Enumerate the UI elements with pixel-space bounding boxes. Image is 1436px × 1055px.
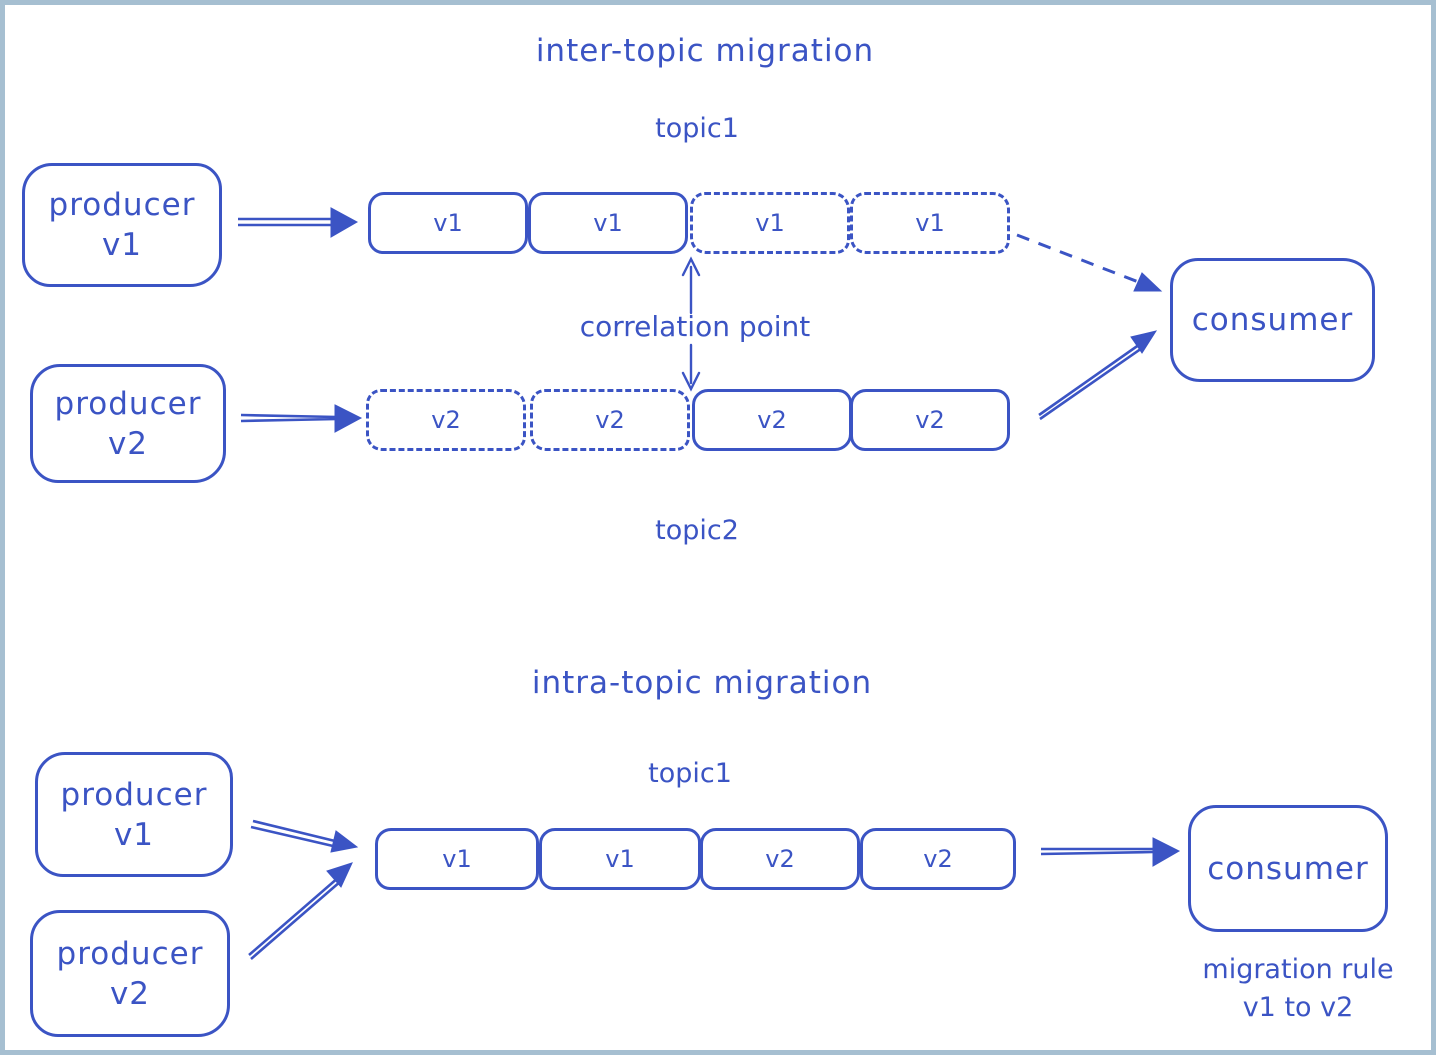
inter-section-title: inter-topic migration bbox=[535, 33, 875, 69]
intra-consumer-box: consumer bbox=[1188, 805, 1388, 932]
arrow-correlation-up bbox=[681, 256, 701, 315]
intra-section-title: intra-topic migration bbox=[531, 665, 873, 701]
inter-producer-v1-box: producer v1 bbox=[22, 163, 222, 287]
intra-producer-v1-box: producer v1 bbox=[35, 752, 233, 877]
intra-topic1-message-3: v2 bbox=[700, 828, 860, 890]
consumer-name: consumer bbox=[1191, 302, 1354, 338]
intra-topic1-label: topic1 bbox=[648, 758, 732, 789]
inter-topic1-message-3: v1 bbox=[690, 192, 850, 254]
intra-topic1-message-1: v1 bbox=[375, 828, 539, 890]
arrow-inter-topic2-to-consumer bbox=[1038, 330, 1158, 421]
inter-topic1-message-1: v1 bbox=[368, 192, 528, 254]
message-label: v2 bbox=[431, 406, 461, 434]
intra-producer-v2-box: producer v2 bbox=[30, 910, 230, 1037]
producer-version: v1 bbox=[101, 227, 143, 263]
migration-rule-label: migration rule v1 to v2 bbox=[1148, 951, 1431, 1027]
producer-name: producer bbox=[54, 385, 202, 422]
producer-version: v2 bbox=[109, 975, 151, 1012]
correlation-point-label: correlation point bbox=[579, 310, 811, 343]
inter-producer-v2-box: producer v2 bbox=[30, 364, 226, 483]
message-label: v2 bbox=[915, 406, 945, 434]
producer-name: producer bbox=[48, 187, 196, 223]
inter-topic1-message-4: v1 bbox=[850, 192, 1010, 254]
message-label: v2 bbox=[595, 406, 625, 434]
inter-consumer-box: consumer bbox=[1170, 258, 1375, 382]
intra-topic1-message-4: v2 bbox=[860, 828, 1016, 890]
inter-topic2-label: topic2 bbox=[655, 515, 739, 546]
producer-version: v1 bbox=[113, 816, 155, 853]
arrow-intra-producer-v2-to-topic1 bbox=[248, 862, 353, 960]
arrow-inter-producer-v1-to-topic1 bbox=[238, 207, 359, 238]
inter-topic2-message-2: v2 bbox=[530, 389, 690, 451]
inter-topic2-message-4: v2 bbox=[850, 389, 1010, 451]
arrow-inter-producer-v2-to-topic2 bbox=[240, 404, 363, 433]
consumer-name: consumer bbox=[1207, 850, 1369, 887]
intra-topic1-message-2: v1 bbox=[539, 828, 701, 890]
arrow-correlation-down bbox=[681, 343, 701, 392]
arrow-intra-topic1-to-consumer bbox=[1040, 837, 1181, 867]
message-label: v2 bbox=[757, 406, 787, 434]
producer-name: producer bbox=[60, 776, 208, 813]
message-label: v1 bbox=[755, 209, 785, 237]
migration-rule-line2: v1 to v2 bbox=[1242, 992, 1354, 1023]
message-label: v1 bbox=[915, 209, 945, 237]
arrow-intra-producer-v1-to-topic1 bbox=[250, 819, 359, 853]
inter-topic2-message-3: v2 bbox=[692, 389, 852, 451]
arrows-layer bbox=[238, 207, 1181, 960]
message-label: v1 bbox=[433, 209, 463, 237]
inter-topic1-label: topic1 bbox=[655, 113, 739, 144]
message-label: v2 bbox=[923, 845, 953, 873]
inter-topic2-message-1: v2 bbox=[366, 389, 526, 451]
message-label: v1 bbox=[442, 845, 472, 873]
migration-rule-line1: migration rule bbox=[1202, 954, 1394, 985]
message-label: v2 bbox=[765, 845, 795, 873]
producer-name: producer bbox=[56, 935, 204, 972]
message-label: v1 bbox=[605, 845, 635, 873]
arrow-inter-topic1-to-consumer bbox=[1016, 233, 1163, 292]
producer-version: v2 bbox=[107, 425, 149, 462]
message-label: v1 bbox=[593, 209, 623, 237]
inter-topic1-message-2: v1 bbox=[528, 192, 688, 254]
